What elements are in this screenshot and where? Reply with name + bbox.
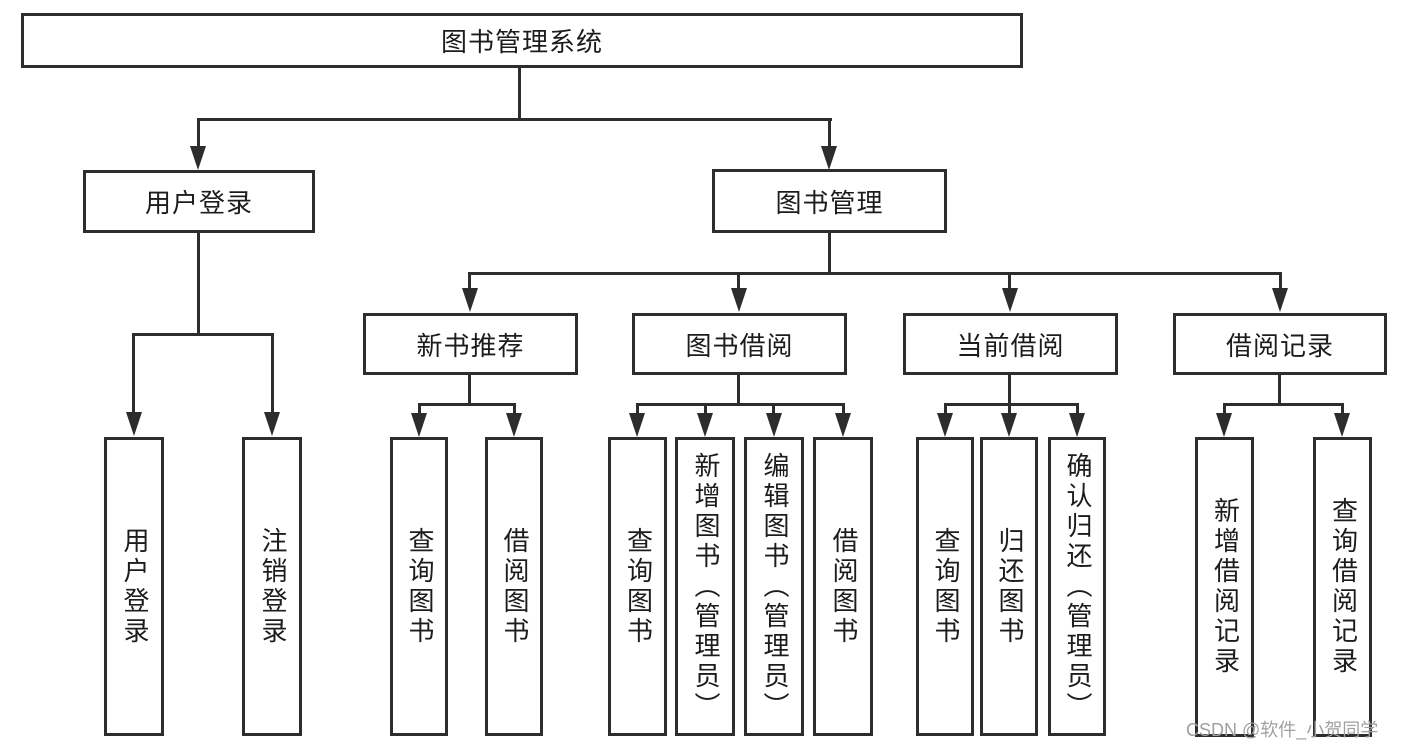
connector-userlogin-drop: [197, 233, 200, 335]
connector-root-span: [197, 118, 832, 121]
node-root: 图书管理系统: [21, 13, 1023, 68]
connector-leaf-userlogin-shaft: [132, 333, 135, 412]
arrowhead-br-leaf2: [1334, 413, 1350, 437]
connector-cb-leaf1-shaft: [944, 403, 947, 415]
arrowhead-bb-leaf3: [766, 413, 782, 437]
arrowhead-nbr-leaf2: [506, 413, 522, 437]
connector-userlogin-span: [132, 333, 274, 336]
connector-bb-drop: [737, 375, 740, 405]
connector-br-leaf1-shaft: [1223, 403, 1226, 415]
connector-br-shaft: [1279, 272, 1282, 290]
connector-cb-leaf2-shaft: [1008, 403, 1011, 415]
arrowhead-bb-leaf1: [629, 413, 645, 437]
node-book-management: 图书管理: [712, 169, 947, 233]
leaf-bb-query-books-label: 查询图书: [623, 526, 654, 647]
arrowhead-bb: [731, 288, 747, 312]
leaf-logout-label: 注销登录: [257, 526, 288, 647]
connector-br-span: [1223, 403, 1344, 406]
arrowhead-cb: [1002, 288, 1018, 312]
connector-bb-leaf2-shaft: [704, 403, 707, 415]
node-book-management-label: 图书管理: [775, 187, 884, 218]
leaf-bb-edit-books: 编辑图书（管理员）: [744, 437, 804, 736]
connector-nbr-shaft: [468, 272, 471, 290]
csdn-watermark: CSDN @软件_小贺同学: [1186, 720, 1379, 740]
connector-leaf-logout-shaft: [271, 333, 274, 412]
leaf-nbr-borrow-books: 借阅图书: [485, 437, 543, 736]
node-current-borrowing: 当前借阅: [903, 313, 1118, 375]
node-book-borrowing: 图书借阅: [632, 313, 847, 375]
node-new-book-recommend: 新书推荐: [363, 313, 578, 375]
arrowhead-nbr-leaf1: [411, 413, 427, 437]
leaf-bb-edit-books-label: 编辑图书（管理员）: [759, 451, 790, 722]
leaf-br-add-record: 新增借阅记录: [1195, 437, 1254, 737]
arrowhead-leaf-userlogin: [126, 412, 142, 436]
leaf-logout: 注销登录: [242, 437, 302, 736]
connector-nbr-drop: [468, 375, 471, 405]
arrowhead-bookmgmt: [821, 146, 837, 170]
node-new-book-recommend-label: 新书推荐: [416, 330, 525, 361]
leaf-bb-query-books: 查询图书: [608, 437, 667, 736]
arrowhead-cb-leaf3: [1069, 413, 1085, 437]
connector-bookmgmt-span: [468, 272, 1282, 275]
connector-cb-shaft: [1008, 272, 1011, 290]
node-book-borrowing-label: 图书借阅: [685, 330, 794, 361]
leaf-cb-return-books-label: 归还图书: [994, 526, 1025, 647]
leaf-br-add-record-label: 新增借阅记录: [1210, 497, 1241, 677]
connector-bookmgmt-drop: [828, 233, 831, 274]
leaf-br-query-record-label: 查询借阅记录: [1328, 497, 1359, 677]
node-current-borrowing-label: 当前借阅: [956, 330, 1065, 361]
arrowhead-cb-leaf2: [1001, 413, 1017, 437]
connector-cb-leaf3-shaft: [1076, 403, 1079, 415]
leaf-user-login-label: 用户登录: [119, 526, 150, 647]
arrowhead-userlogin: [190, 146, 206, 170]
leaf-cb-confirm-return-label: 确认归还（管理员）: [1062, 451, 1093, 722]
connector-cb-span: [944, 403, 1079, 406]
arrowhead-bb-leaf2: [697, 413, 713, 437]
connector-nbr-span: [418, 403, 516, 406]
arrowhead-br-leaf1: [1216, 413, 1232, 437]
connector-nbr-leaf2-shaft: [513, 403, 516, 415]
connector-bookmgmt-shaft: [828, 118, 831, 148]
connector-userlogin-shaft: [197, 118, 200, 148]
connector-nbr-leaf1-shaft: [418, 403, 421, 415]
connector-bb-leaf1-shaft: [636, 403, 639, 415]
leaf-bb-borrow-books: 借阅图书: [813, 437, 873, 736]
connector-bb-leaf3-shaft: [772, 403, 775, 415]
arrowhead-cb-leaf1: [937, 413, 953, 437]
leaf-nbr-query-books-label: 查询图书: [404, 526, 435, 647]
node-borrowing-records: 借阅记录: [1173, 313, 1387, 375]
connector-bb-leaf4-shaft: [842, 403, 845, 415]
leaf-bb-add-books-label: 新增图书（管理员）: [690, 451, 721, 722]
connector-br-leaf2-shaft: [1341, 403, 1344, 415]
node-root-label: 图书管理系统: [440, 27, 603, 57]
leaf-nbr-borrow-books-label: 借阅图书: [499, 526, 530, 647]
leaf-cb-query-books-label: 查询图书: [930, 526, 961, 647]
arrowhead-bb-leaf4: [835, 413, 851, 437]
leaf-bb-borrow-books-label: 借阅图书: [828, 526, 859, 647]
arrowhead-br: [1272, 288, 1288, 312]
connector-bb-span: [636, 403, 845, 406]
leaf-nbr-query-books: 查询图书: [390, 437, 448, 736]
node-user-login-label: 用户登录: [144, 188, 253, 218]
connector-root-drop: [518, 68, 521, 119]
node-borrowing-records-label: 借阅记录: [1225, 330, 1334, 361]
leaf-cb-confirm-return: 确认归还（管理员）: [1048, 437, 1106, 736]
leaf-bb-add-books: 新增图书（管理员）: [675, 437, 735, 736]
arrowhead-nbr: [462, 288, 478, 312]
node-user-login: 用户登录: [83, 170, 315, 233]
connector-br-drop: [1278, 375, 1281, 405]
connector-cb-drop: [1008, 375, 1011, 405]
connector-bb-shaft: [737, 272, 740, 290]
leaf-cb-return-books: 归还图书: [980, 437, 1038, 736]
arrowhead-leaf-logout: [264, 412, 280, 436]
leaf-br-query-record: 查询借阅记录: [1313, 437, 1372, 737]
leaf-user-login: 用户登录: [104, 437, 164, 736]
leaf-cb-query-books: 查询图书: [916, 437, 974, 736]
